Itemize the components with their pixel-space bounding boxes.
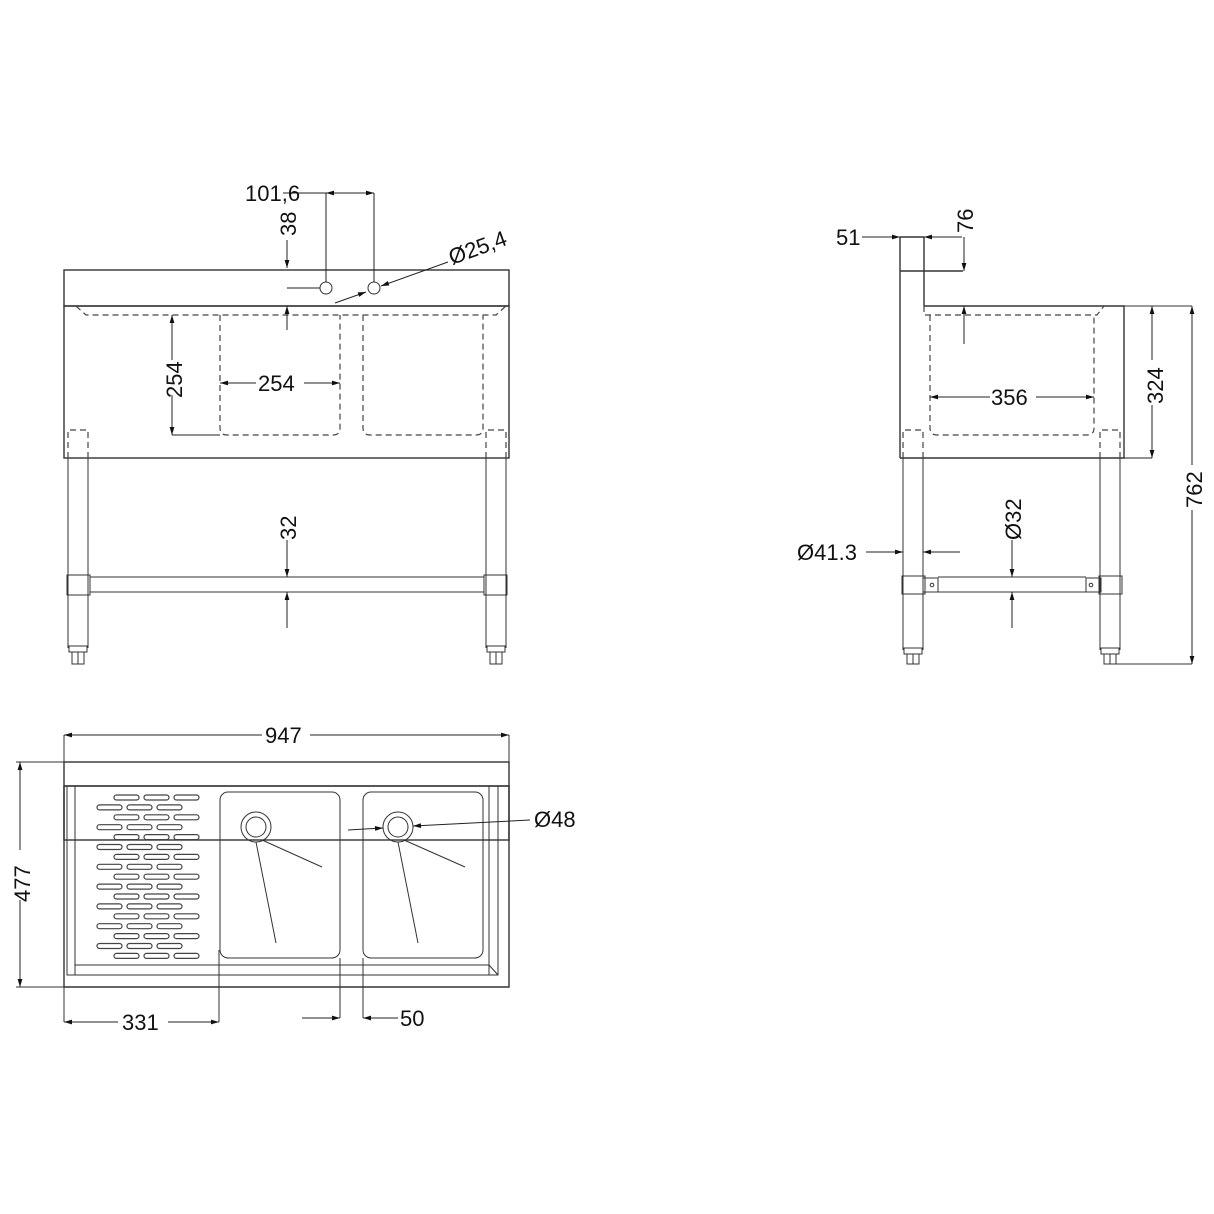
dim-crossbar-diameter: Ø32 [1001,498,1026,540]
drain-slot [113,932,140,940]
drain-slot [143,913,170,920]
drain-slot [126,923,153,930]
drainboard-slots [96,794,200,960]
drain-slot [126,824,153,831]
drain-slot [126,942,153,950]
drain-slot [173,794,200,801]
drain-slot [143,932,170,940]
drain-slot [173,814,200,821]
drain-slot [156,942,183,950]
dim-overall-depth: 477 [10,865,35,902]
dim-backsplash-height: 76 [953,209,978,233]
bowl-right-top [362,791,484,959]
drain-slot [173,853,200,861]
dim-backsplash-thickness: 51 [836,225,860,250]
dim-bowl-width: 254 [258,371,295,396]
drain-slot [126,804,153,811]
drain-slot [156,863,183,870]
drain-slot [96,903,123,910]
drain-slot [113,794,140,801]
top-view: 947 477 331 50 Ø48 [10,723,576,1035]
drain-slot [96,923,123,930]
drain-slot [143,893,170,900]
drain-slot [143,814,170,821]
drain-slot [156,843,183,851]
drain-slot [113,913,140,920]
drain-slot [113,833,140,841]
dim-bowl-divider: 50 [400,1006,424,1031]
drain-slot [156,824,183,831]
dim-bowl-depth: 254 [162,361,187,398]
dim-overall-width: 947 [265,723,302,748]
drain-slot [113,952,140,960]
drain-slot [113,814,140,821]
drain-slot [156,804,183,811]
dim-overall-height: 762 [1182,471,1207,508]
dim-bowl-front-back: 356 [991,385,1028,410]
dim-drain-diameter: Ø48 [534,807,576,832]
dim-leg-diameter: Ø41.3 [797,540,857,565]
drain-slot [96,863,123,870]
drain-slot [96,843,123,851]
drain-slot [126,863,153,870]
drain-slot [126,883,153,890]
dim-body-height: 324 [1143,367,1168,404]
front-view: 101,6 38 Ø25,4 254 254 32 [63,181,510,665]
drain-slot [156,903,183,910]
drain-slot [96,942,123,950]
drain-slot [173,932,200,940]
drain-slot [96,824,123,831]
drain-slot [96,804,123,811]
dim-hole-spacing: 101,6 [245,181,300,206]
drain-slot [113,893,140,900]
drain-slot [113,873,140,880]
drain-slot [173,952,200,960]
drain-slot [113,853,140,861]
drain-slot [156,923,183,930]
dim-hole-offset: 38 [276,212,301,236]
drain-slot [173,873,200,880]
side-view: 51 76 356 324 762 Ø41.3 Ø32 [797,209,1207,665]
drain-slot [156,883,183,890]
drain-slot [143,794,170,801]
drain-slot [126,843,153,851]
drain-slot [173,893,200,900]
drain-slot [96,883,123,890]
drain-slot [143,833,170,841]
drain-slot [126,903,153,910]
drain-slot [143,853,170,861]
drain-slot [173,833,200,841]
faucet-hole-left [319,281,333,295]
drain-slot [143,952,170,960]
bowl-left-top [219,791,341,959]
backsplash-front [63,269,510,307]
dim-hole-diameter: Ø25,4 [445,226,510,270]
dim-drainboard-width: 331 [122,1010,159,1035]
drain-slot [173,913,200,920]
dim-crossbar-height: 32 [276,516,301,540]
drain-slot [143,873,170,880]
faucet-hole-right [367,281,381,295]
